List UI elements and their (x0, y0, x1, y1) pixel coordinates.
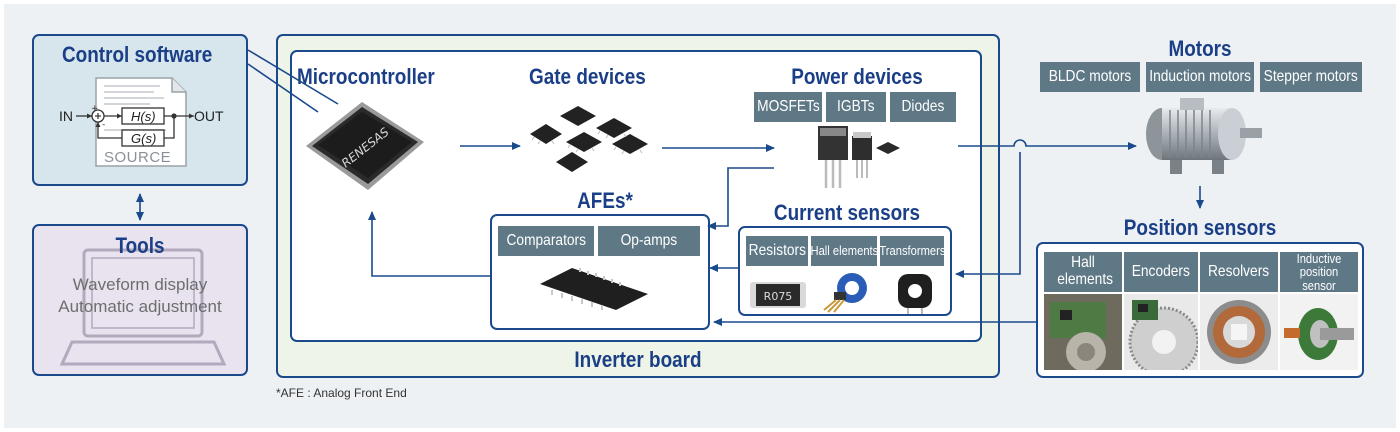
block-g-label: G(s) (131, 131, 157, 146)
current-sensors-title: Current sensors (773, 200, 921, 225)
power-device-igbts: IGBTs (826, 92, 886, 122)
block-out-label: OUT (194, 108, 224, 124)
afe-op-amps: Op-amps (598, 226, 700, 256)
gate-device-chip-icon (530, 106, 648, 172)
motor-icon (1146, 98, 1262, 174)
hall-element-icon (823, 273, 867, 313)
afes-title: AFEs* (577, 188, 633, 213)
afe-comparators: Comparators (498, 226, 594, 256)
block-source-label: SOURCE (104, 149, 172, 166)
transformer-icon (898, 274, 932, 314)
position-sensor-inductive: Inductive position sensor (1280, 252, 1358, 292)
block-h-label: H(s) (131, 109, 156, 124)
svg-text:-: - (102, 120, 105, 130)
power-device-diodes: Diodes (890, 92, 956, 122)
current-sensor-hall-elements: Hall elements (811, 236, 877, 266)
motor-bldc: BLDC motors (1040, 62, 1140, 92)
power-transistor-icon (818, 126, 900, 188)
current-sensor-transformers: Transformers (880, 236, 944, 266)
resolver-photo-icon (1200, 294, 1278, 370)
motor-induction: Induction motors (1146, 62, 1254, 92)
control-software-title: Control software (62, 42, 213, 67)
resistor-icon: R075 (750, 282, 806, 308)
position-sensor-resolvers: Resolvers (1200, 252, 1278, 292)
motor-stepper: Stepper motors (1260, 62, 1362, 92)
position-sensors-title: Position sensors (1123, 215, 1277, 240)
power-devices-title: Power devices (791, 64, 923, 89)
position-sensor-encoders: Encoders (1124, 252, 1198, 292)
current-sensor-resistors: Resistors (746, 236, 808, 266)
motors-title: Motors (1168, 36, 1232, 61)
encoder-photo-icon (1124, 294, 1198, 370)
footnote: *AFE : Analog Front End (276, 386, 407, 400)
resistor-marking: R075 (764, 290, 793, 303)
afe-ic-icon (540, 268, 648, 310)
inductive-sensor-photo-icon (1280, 294, 1358, 370)
source-file-icon: + - (76, 77, 194, 167)
svg-text:+: + (91, 104, 99, 114)
position-sensor-hall-elements: Hall elements (1044, 252, 1122, 292)
microcontroller-title: Microcontroller (297, 64, 435, 89)
tools-line-1: Waveform display (72, 275, 208, 294)
tools-line-2: Automatic adjustment (58, 297, 222, 316)
power-device-mosfets: MOSFETs (754, 92, 822, 122)
inverter-board-title: Inverter board (574, 347, 702, 372)
gate-devices-title: Gate devices (529, 64, 646, 89)
hall-sensor-photo-icon (1044, 294, 1122, 370)
block-in-label: IN (59, 108, 73, 124)
microcontroller-chip-icon: RENESAS (306, 102, 424, 190)
tools-title: Tools (115, 233, 165, 258)
laptop-icon (59, 248, 227, 366)
